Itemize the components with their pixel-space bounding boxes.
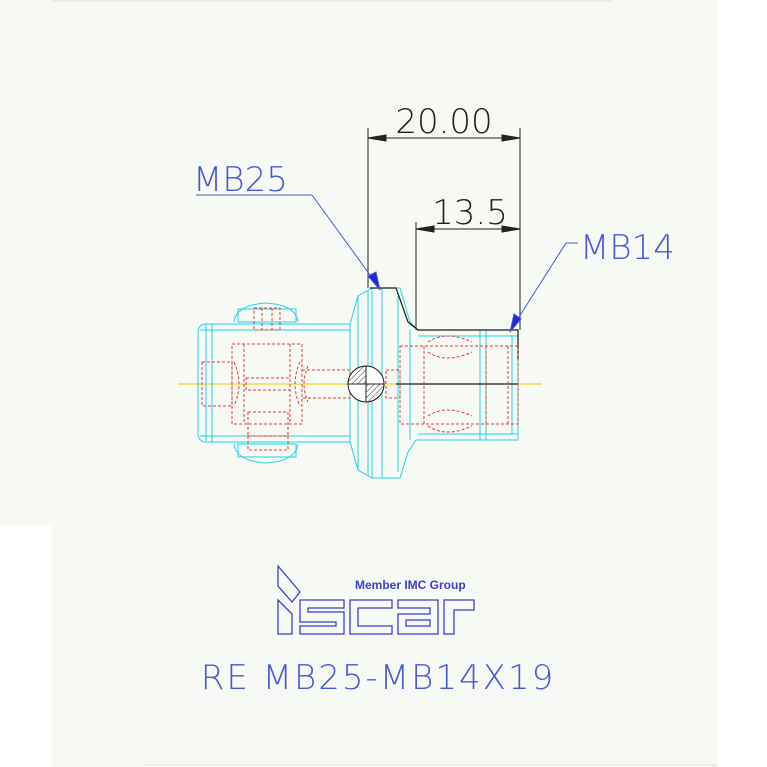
dimension-head-label: 13.5 (432, 193, 508, 233)
head-profile (370, 287, 519, 385)
iscar-logo (277, 564, 475, 635)
dimension-overall-label: 20.00 (395, 102, 492, 142)
leader-mb14-label: MB14 (580, 228, 675, 268)
drawing-title: RE MB25-MB14X19 (201, 658, 555, 698)
leader-mb25-label: MB25 (193, 160, 288, 200)
logo-tagline: Member IMC Group (355, 578, 466, 592)
leader-mb14 (509, 242, 578, 333)
section-circle (347, 365, 385, 403)
dimension-head (415, 222, 521, 330)
leader-mb25 (196, 194, 381, 291)
